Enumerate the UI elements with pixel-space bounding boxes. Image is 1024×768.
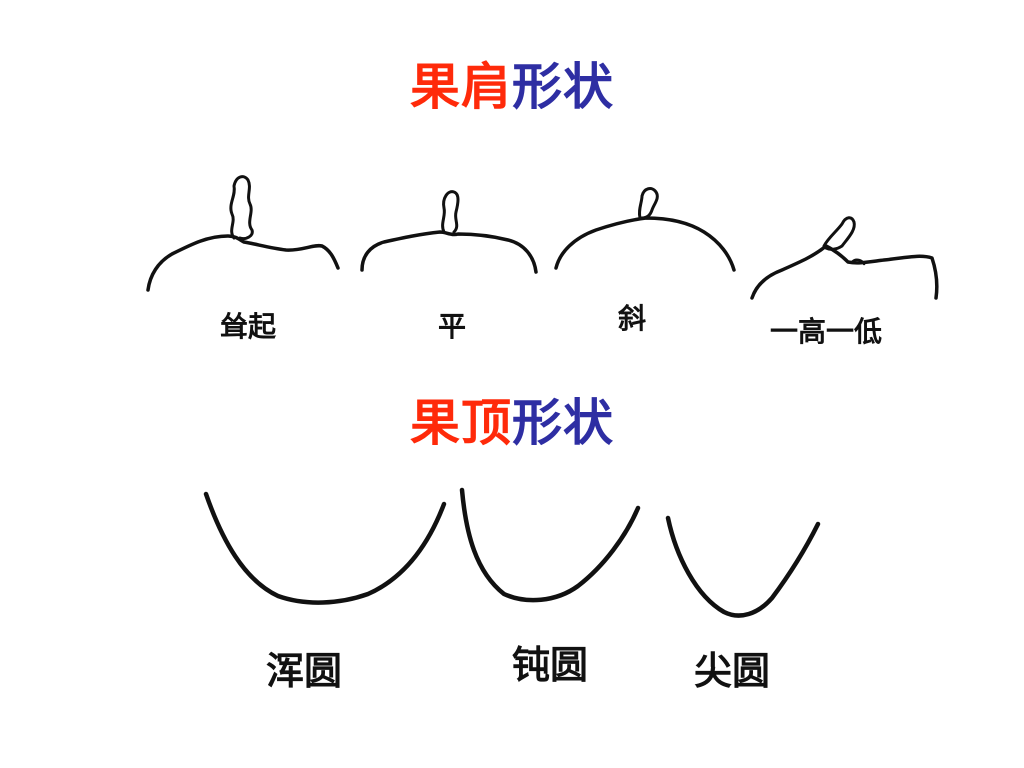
shoulder-title-part1: 果肩 <box>410 58 512 116</box>
shoulder-label-raised: 耸起 <box>220 310 277 343</box>
shoulder-title-part2: 形状 <box>512 58 614 116</box>
shoulder-label-sloped: 斜 <box>618 302 647 335</box>
apex-title-part1: 果顶 <box>410 394 512 452</box>
apex-blunt-round-sketch <box>459 487 641 603</box>
apex-pointed-round-sketch <box>665 515 821 618</box>
apex-full-round-sketch <box>203 491 447 605</box>
shoulder-flat-sketch <box>360 190 538 274</box>
shoulder-raised-sketch <box>146 175 340 292</box>
apex-title-part2: 形状 <box>512 394 614 452</box>
shoulder-sloped-sketch <box>554 187 736 272</box>
shoulder-uneven-sketch <box>750 216 939 300</box>
apex-label-blunt-round: 钝圆 <box>512 642 589 687</box>
apex-label-pointed-round: 尖圆 <box>694 648 771 693</box>
shoulder-shape-title: 果肩形状 <box>0 62 1024 112</box>
apex-label-full-round: 浑圆 <box>266 648 343 693</box>
shoulder-label-flat: 平 <box>438 310 467 343</box>
apex-shape-title: 果顶形状 <box>0 398 1024 448</box>
shoulder-label-uneven: 一高一低 <box>770 315 883 348</box>
